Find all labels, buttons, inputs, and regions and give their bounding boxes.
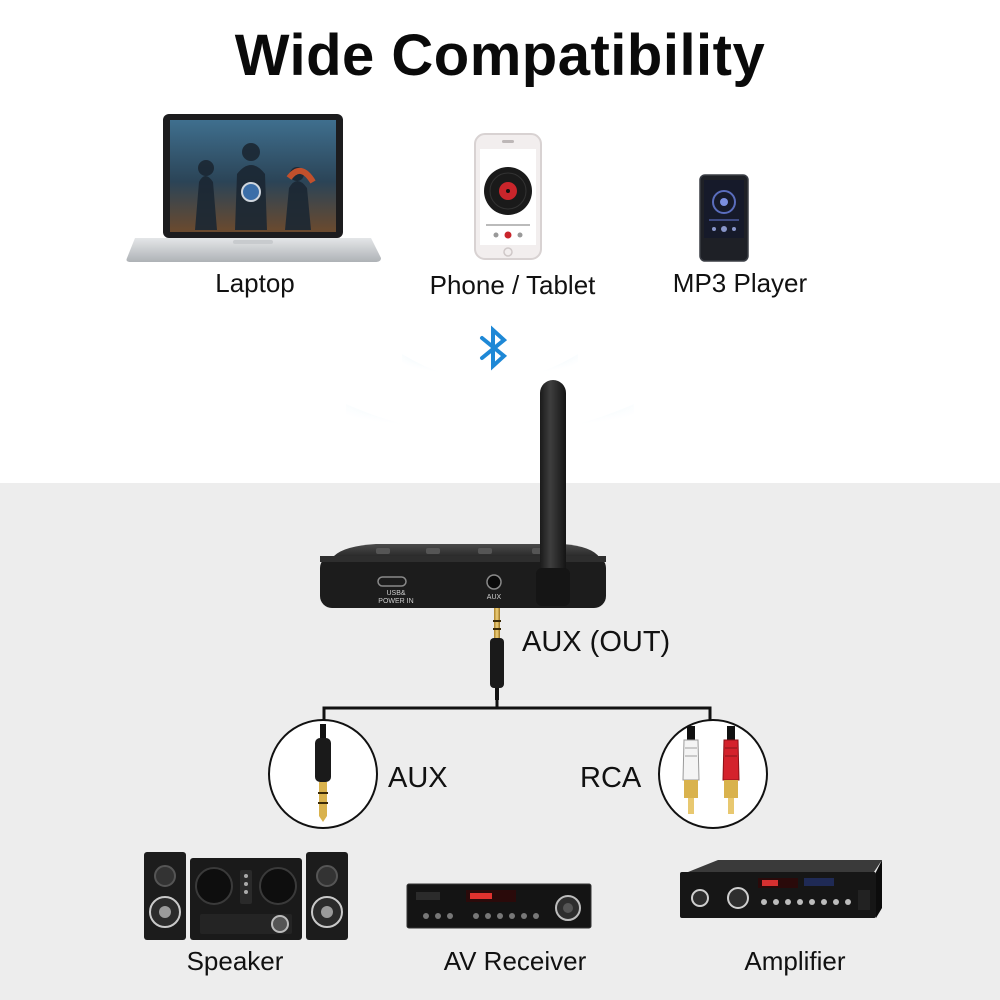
usb-port-label: USB& POWER IN: [378, 590, 414, 605]
cable-diagram: [300, 606, 740, 846]
aux-label: AUX: [388, 762, 448, 794]
laptop-label: Laptop: [215, 268, 295, 298]
amplifier-icon: [678, 858, 884, 922]
speaker-icon: [142, 848, 350, 944]
av-receiver-icon: [406, 882, 592, 932]
av-receiver-label: AV Receiver: [443, 946, 587, 976]
page-title: Wide Compatibility: [234, 23, 766, 88]
phone-icon: [474, 133, 542, 260]
mp3-player-icon: [699, 174, 749, 262]
speaker-label: Speaker: [186, 946, 284, 976]
bluetooth-receiver-device: [316, 378, 612, 614]
mp3-label: MP3 Player: [672, 268, 808, 298]
aux-out-label: AUX (OUT): [522, 626, 671, 658]
rca-label: RCA: [580, 762, 642, 794]
aux-port-label: AUX: [486, 594, 502, 601]
laptop-icon: [125, 112, 385, 264]
rca-plug-circle: [657, 718, 769, 830]
amplifier-label: Amplifier: [744, 946, 846, 976]
bluetooth-icon: [474, 325, 514, 371]
aux-plug-circle: [267, 718, 379, 830]
phone-label: Phone / Tablet: [429, 270, 596, 300]
